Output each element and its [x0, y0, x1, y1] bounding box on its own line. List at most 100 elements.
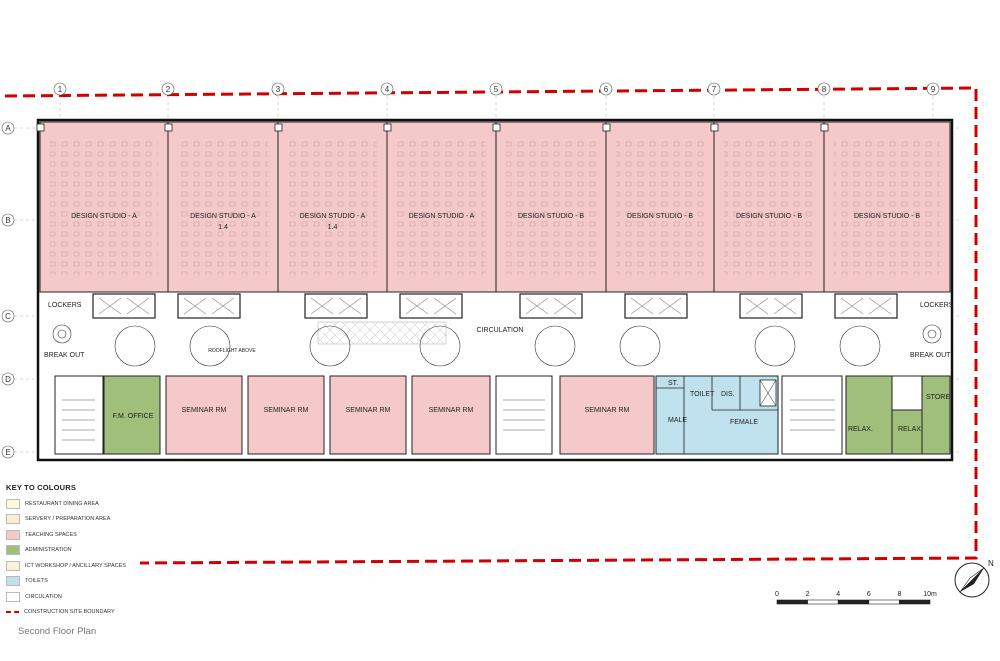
grid-bubble-column [161, 82, 175, 96]
legend-swatch [6, 591, 20, 602]
legend-item: CIRCULATION [6, 589, 206, 605]
grid-label-column: 4 [385, 85, 390, 94]
grid-bubble-column [53, 82, 67, 96]
seminar-label-2: SEMINAR RM [264, 407, 309, 414]
legend-item: ICT WORKSHOP / ANCILLARY SPACES [6, 558, 206, 574]
structural-column [820, 123, 829, 132]
bottom-row-rooms [54, 375, 951, 455]
studio-label: DESIGN STUDIO - B [627, 213, 693, 220]
structural-column [383, 123, 392, 132]
lockers-left-label: LOCKERS [48, 302, 82, 309]
break-out-furniture [52, 324, 942, 344]
legend-item: ADMINISTRATION [6, 543, 206, 559]
grid-bubble-row [1, 121, 15, 135]
seminar-room-3 [329, 375, 407, 455]
service-core [92, 293, 156, 319]
structural-column [36, 123, 45, 132]
grid-label-row: C [5, 312, 11, 321]
room-labels: LOCKERS LOCKERS CIRCULATION ROOFLIGHT AB… [44, 302, 954, 433]
structural-column [602, 123, 611, 132]
studio-furniture [506, 140, 596, 275]
grid-bubble-column [707, 82, 721, 96]
service-core [624, 293, 688, 319]
duct-cross [630, 297, 682, 315]
break-out-left-label: BREAK OUT [44, 352, 85, 359]
structural-column [164, 123, 173, 132]
toilet-block [655, 375, 779, 455]
grid-label-column: 3 [276, 85, 281, 94]
grid-bubble-row [1, 213, 15, 227]
grid-bubble-column [271, 82, 285, 96]
scale-tick-label: 10m [923, 591, 937, 598]
grid-label-row: E [5, 448, 10, 457]
grid-bubble-column [926, 82, 940, 96]
grid-label-column: 2 [166, 85, 171, 94]
grid-bubble-row [1, 445, 15, 459]
legend-item-boundary: CONSTRUCTION SITE BOUNDARY [6, 605, 206, 621]
studio-furniture [834, 140, 940, 275]
grid-label-column: 8 [822, 85, 827, 94]
legend-item: RESTAURANT DINING AREA [6, 496, 206, 512]
studio-label: DESIGN STUDIO - A [409, 213, 475, 220]
grid-bubble-row [1, 309, 15, 323]
studio-label: DESIGN STUDIO - A [190, 213, 256, 220]
seminar-room-4 [411, 375, 491, 455]
duct-cross [525, 297, 577, 315]
female-label: FEMALE [730, 419, 758, 426]
fm-office-label: F.M. OFFICE [113, 413, 154, 420]
north-label: N [988, 559, 994, 568]
grid-bubble-column [817, 82, 831, 96]
north-arrow: N [952, 556, 996, 600]
duct-cross [310, 297, 362, 315]
toilet-label: TOILET [690, 391, 715, 398]
service-core [519, 293, 583, 319]
relax-label-2: RELAX. [898, 426, 923, 433]
grid-label-row: A [5, 124, 11, 133]
duct-cross [405, 297, 457, 315]
studio-label: DESIGN STUDIO - B [518, 213, 584, 220]
relax-label-1: RELAX. [848, 426, 873, 433]
scale-segment [868, 599, 900, 605]
grid-bubble-row [1, 372, 15, 386]
scale-segment [807, 599, 839, 605]
scale-tick-label: 0 [775, 591, 779, 598]
store-room [921, 375, 951, 455]
legend-swatch [6, 529, 20, 540]
legend-label: SERVERY / PREPARATION AREA [25, 516, 111, 523]
legend-item: SERVERY / PREPARATION AREA [6, 512, 206, 528]
studio-furniture [724, 140, 814, 275]
grid-label-column: 6 [604, 85, 609, 94]
grid-label-column: 9 [931, 85, 936, 94]
service-cores [92, 293, 898, 319]
studio-furniture [50, 140, 158, 275]
duct-cross [98, 297, 150, 315]
scale-tick-label: 6 [867, 591, 871, 598]
grid-label-row: D [5, 375, 11, 384]
legend-boundary-swatch [6, 611, 19, 614]
break-out-right-label: BREAK OUT [910, 352, 951, 359]
male-label: MALE [668, 417, 687, 424]
grid-label-row: B [5, 216, 10, 225]
st-label: ST. [668, 380, 678, 387]
studio-furniture [288, 140, 377, 275]
legend-boundary-label: CONSTRUCTION SITE BOUNDARY [24, 609, 115, 616]
studio-label: DESIGN STUDIO - B [854, 213, 920, 220]
service-core [399, 293, 463, 319]
structural-column [274, 123, 283, 132]
seminar-label-4: SEMINAR RM [429, 407, 474, 414]
legend-item: TOILETS [6, 574, 206, 590]
legend-label: RESTAURANT DINING AREA [25, 500, 99, 507]
legend-label: TEACHING SPACES [25, 531, 77, 538]
legend-label: TOILETS [25, 578, 48, 585]
legend-label: CIRCULATION [25, 593, 62, 600]
grid-bubble-column [489, 82, 503, 96]
grid-label-column: 1 [58, 85, 63, 94]
fm-office-room [103, 375, 161, 455]
seminar-room-5 [559, 375, 655, 455]
lockers-right-label: LOCKERS [920, 302, 954, 309]
studio-furniture [616, 140, 704, 275]
seminar-label-5: SEMINAR RM [585, 407, 630, 414]
